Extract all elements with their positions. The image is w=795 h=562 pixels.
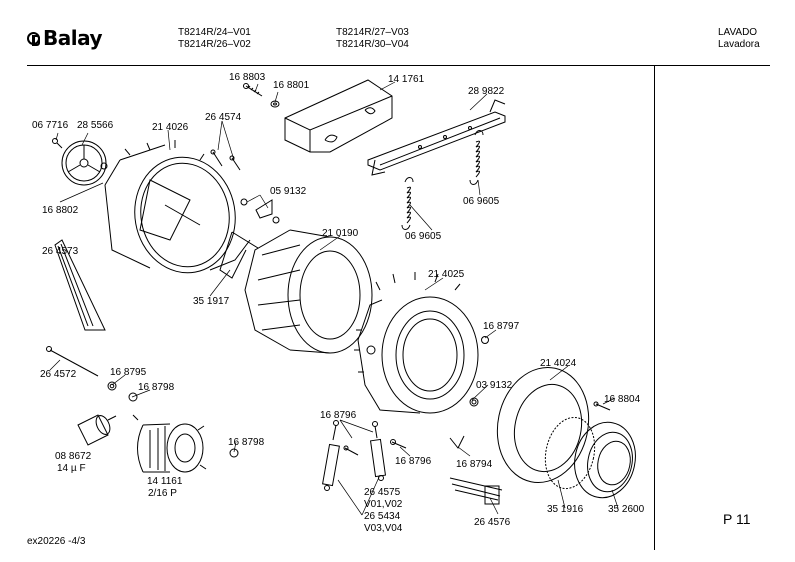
screw-icon xyxy=(243,83,263,97)
part-label: 16 8797 xyxy=(483,321,520,332)
part-label: 16 8803 xyxy=(229,72,266,83)
part-label: 26 4572 xyxy=(40,369,77,380)
motor xyxy=(132,414,207,473)
part-label: 06 7716 xyxy=(32,120,69,131)
model-number: T8214R/27–V03 xyxy=(336,27,409,38)
nut-icon xyxy=(107,381,138,402)
part-label: 21 0190 xyxy=(322,228,359,239)
screw-icon xyxy=(593,401,611,411)
leader-lines xyxy=(49,81,619,516)
side-divider xyxy=(654,65,655,550)
drive-belt xyxy=(54,239,106,331)
part-label: 16 8795 xyxy=(110,367,147,378)
front-tub xyxy=(354,272,479,414)
part-label: 28 5566 xyxy=(77,120,114,131)
part-label: 26 5434 xyxy=(364,511,401,522)
part-label: 14 1761 xyxy=(388,74,425,85)
front-panel-ring xyxy=(496,367,590,483)
part-label: 26 4576 xyxy=(474,517,511,528)
part-label: 16 8798 xyxy=(228,437,265,448)
header-rule xyxy=(27,65,770,66)
part-label: 05 9132 xyxy=(270,186,307,197)
shaft-bracket xyxy=(219,199,273,279)
part-label: 16 8802 xyxy=(42,205,79,216)
page-number: P 11 xyxy=(723,511,751,527)
part-label: 26 4574 xyxy=(205,112,242,123)
part-spec: V03,V04 xyxy=(364,523,403,534)
clip-icon xyxy=(449,435,465,449)
part-label: 35 1917 xyxy=(193,296,230,307)
part-label: 08 8672 xyxy=(55,451,92,462)
tie-rod xyxy=(46,346,99,377)
capacitor xyxy=(77,414,117,446)
door-gasket xyxy=(544,416,636,499)
category-label: LAVADO xyxy=(718,27,758,38)
part-label: 16 8801 xyxy=(273,80,310,91)
part-label: 21 4026 xyxy=(152,122,189,133)
part-label: 16 8804 xyxy=(604,394,641,405)
washer-icon xyxy=(469,397,479,407)
spring-icon xyxy=(469,130,484,185)
bracket-bar xyxy=(367,99,506,176)
washer-icon xyxy=(240,198,280,224)
part-label: 16 8794 xyxy=(456,459,493,470)
part-label: 21 4025 xyxy=(428,269,465,280)
model-number: T8214R/24–V01 xyxy=(178,27,251,38)
part-label: 35 2600 xyxy=(608,504,645,515)
counterweight-block xyxy=(284,79,393,153)
screw-icon xyxy=(343,439,407,456)
shock-absorber xyxy=(369,421,387,481)
nut-icon xyxy=(229,448,239,458)
pulley-wheel xyxy=(61,140,107,186)
model-number: T8214R/26–V02 xyxy=(178,39,251,50)
part-spec: V01,V02 xyxy=(364,499,403,510)
part-label: 21 4024 xyxy=(540,358,577,369)
part-spec: 2/16 P xyxy=(148,488,177,499)
part-label: 14 1161 xyxy=(147,476,183,487)
document-reference: ex20226 -4/3 xyxy=(27,536,86,547)
washer-icon xyxy=(270,100,280,108)
balay-logo: Balay xyxy=(27,26,103,50)
part-label: 26 4575 xyxy=(364,487,401,498)
part-label: 16 8796 xyxy=(395,456,432,467)
part-label: 16 8798 xyxy=(138,382,175,393)
screw-icon xyxy=(52,138,63,149)
heater-element xyxy=(449,477,503,505)
balay-logo-icon xyxy=(27,31,40,46)
part-label: 03 9132 xyxy=(476,380,513,391)
subcategory-label: Lavadora xyxy=(718,39,760,50)
washer-icon xyxy=(100,162,108,170)
shock-absorber xyxy=(322,420,340,491)
part-label: 06 9605 xyxy=(463,196,500,207)
part-label: 26 4573 xyxy=(42,246,79,257)
part-label: 28 9822 xyxy=(468,86,505,97)
model-number: T8214R/30–V04 xyxy=(336,39,409,50)
rear-tub xyxy=(104,140,251,274)
brand-name: Balay xyxy=(43,26,103,50)
part-label: 35 1916 xyxy=(547,504,584,515)
washer-icon xyxy=(366,336,489,355)
screw-icon xyxy=(210,149,241,171)
part-spec: 14 µ F xyxy=(57,463,86,474)
part-label: 16 8796 xyxy=(320,410,357,421)
drum xyxy=(244,229,373,354)
part-label: 06 9605 xyxy=(405,231,442,242)
spring-icon xyxy=(401,177,414,230)
